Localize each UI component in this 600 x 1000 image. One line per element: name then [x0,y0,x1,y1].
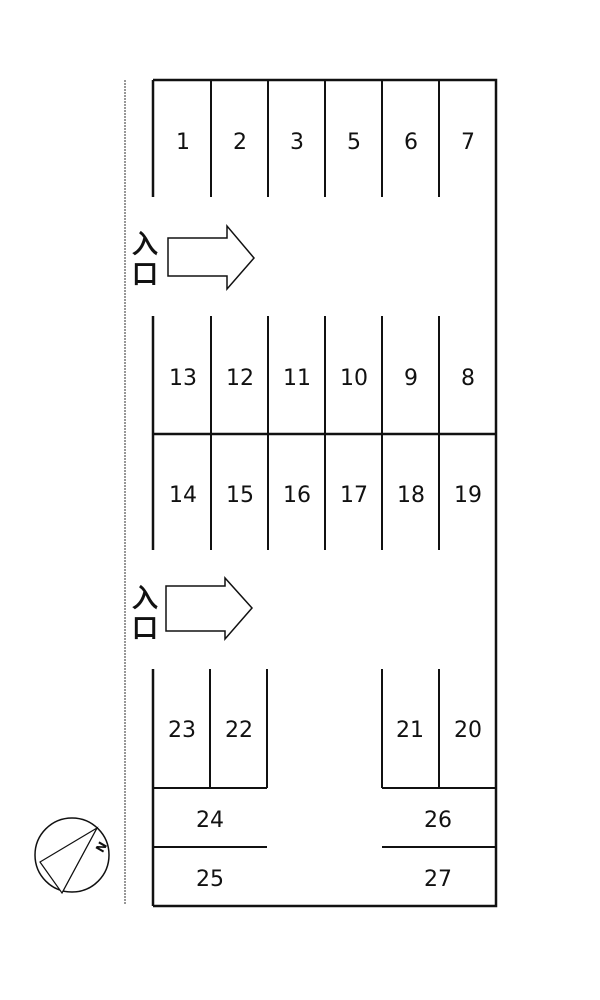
space-label: 14 [169,483,197,508]
row3-labels: 14 15 16 17 18 19 [169,483,482,508]
space-label: 27 [424,867,452,892]
space-label: 12 [226,366,254,391]
row2-row3-dividers [153,316,496,550]
space-label: 8 [461,366,475,391]
row1-dividers [210,80,440,197]
bottom-labels: 24 25 26 27 [196,808,452,892]
entrance-label-lower-bottom: 口 [132,614,158,644]
space-label: 6 [404,130,418,155]
entrance-label-upper-bottom: 口 [132,260,158,290]
space-label: 19 [454,483,482,508]
entrance-arrow-upper [167,223,255,292]
space-label: 5 [347,130,361,155]
space-label: 21 [396,718,424,743]
space-label: 25 [196,867,224,892]
space-label: 11 [283,366,311,391]
space-label: 24 [196,808,224,833]
space-label: 15 [226,483,254,508]
entrance-label-upper-top: 入 [132,230,158,260]
space-label: 17 [340,483,368,508]
space-label: 16 [283,483,311,508]
space-label: 9 [404,366,418,391]
row4-dividers [153,669,496,789]
entrance-label-lower-top: 入 [132,584,158,614]
row4-labels: 23 22 21 20 [168,718,482,743]
space-label: 10 [340,366,368,391]
compass-icon: N [34,817,110,895]
space-label: 2 [233,130,247,155]
row1-labels: 1 2 3 5 6 7 [176,130,475,155]
space-label: 26 [424,808,452,833]
space-label: 1 [176,130,190,155]
row2-labels: 13 12 11 10 9 8 [169,366,475,391]
space-label: 13 [169,366,197,391]
space-label: 18 [397,483,425,508]
space-label: 20 [454,718,482,743]
space-label: 7 [461,130,475,155]
entrance-arrow-lower [165,576,254,642]
space-label: 23 [168,718,196,743]
space-label: 22 [225,718,253,743]
space-label: 3 [290,130,304,155]
